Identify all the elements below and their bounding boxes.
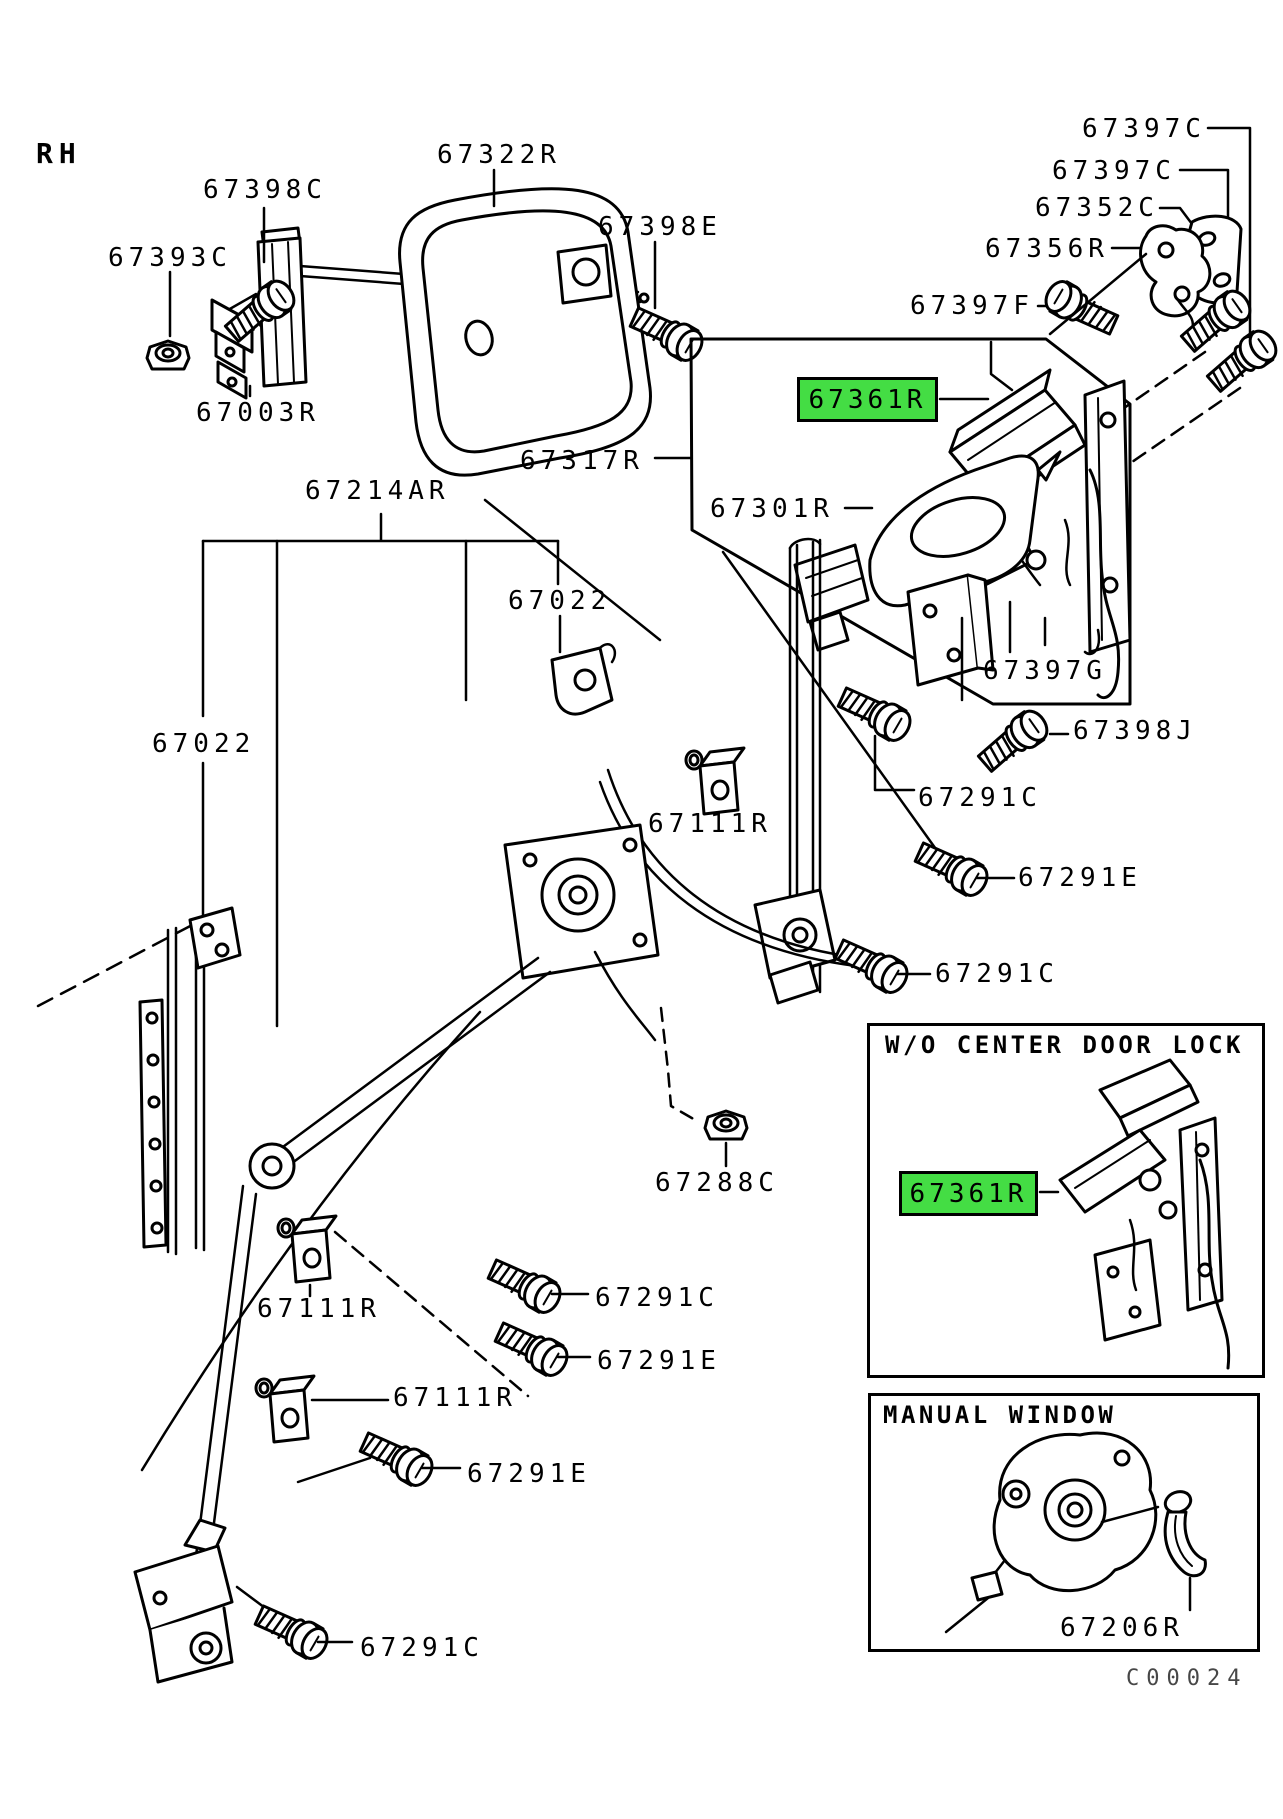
part-label-67397f: 67397F: [910, 291, 1034, 321]
part-label-67291c-4: 67291C: [360, 1633, 484, 1663]
part-inner-handle-bezel: [398, 168, 710, 642]
clip-67111r-2: [276, 1214, 338, 1284]
inset-box-manual-window: [868, 1393, 1260, 1652]
part-manual-window-regulator: [944, 1431, 1207, 1634]
clip-67111r-1: [684, 746, 746, 816]
part-label-67022-1: 67022: [508, 586, 612, 616]
nut-67393c: [145, 339, 191, 371]
part-label-67393c: 67393C: [108, 243, 232, 273]
clip-67111r-3: [254, 1374, 316, 1444]
part-label-67398c: 67398C: [203, 175, 327, 205]
part-label-67397g: 67397G: [983, 656, 1107, 686]
bolt-67398j: [971, 703, 1055, 778]
highlight-label-67361r-1[interactable]: 67361R: [797, 377, 938, 422]
part-label-67291c-1: 67291C: [918, 783, 1042, 813]
part-door-lock-assembly: [721, 368, 1132, 854]
part-label-67111r-3: 67111R: [393, 1383, 517, 1413]
door-lock-assembly-box: [653, 337, 1132, 706]
inset-title-manual-window: MANUAL WINDOW: [883, 1401, 1117, 1429]
part-label-67397c-1: 67397C: [1082, 114, 1206, 144]
inset-title-without-center-door-lock: W/O CENTER DOOR LOCK: [885, 1031, 1244, 1059]
inset-box-without-center-door-lock: [867, 1023, 1265, 1378]
bolt-67291e-1: [909, 832, 995, 903]
part-label-67291e-3: 67291E: [467, 1459, 591, 1489]
bolt-67291c-3: [482, 1249, 568, 1320]
part-lower-bracket-and-clips: [133, 1214, 592, 1684]
part-label-67003r: 67003R: [196, 398, 320, 428]
part-door-striker: [989, 126, 1283, 464]
part-label-67214ar: 67214AR: [305, 476, 450, 506]
part-label-67291c-3: 67291C: [595, 1283, 719, 1313]
part-label-67111r-1: 67111R: [648, 809, 772, 839]
part-regulator-gear-assembly: [140, 746, 749, 1564]
part-label-67322r: 67322R: [437, 140, 561, 170]
part-label-67288c: 67288C: [655, 1168, 779, 1198]
part-label-67206r: 67206R: [1060, 1613, 1184, 1643]
bolt-67291e-2: [489, 1312, 575, 1383]
part-label-67398e: 67398E: [598, 212, 722, 242]
part-label-67352c: 67352C: [1035, 193, 1159, 223]
part-label-67397c-2: 67397C: [1052, 156, 1176, 186]
part-label-67317r: 67317R: [520, 446, 644, 476]
side-label-rh: RH: [36, 137, 82, 170]
part-label-67111r-2: 67111R: [257, 1294, 381, 1324]
bolt-67291c-4: [249, 1595, 335, 1666]
part-label-67301r: 67301R: [710, 494, 834, 524]
diagram-code: C00024: [1126, 1666, 1248, 1691]
part-label-67356r: 67356R: [985, 234, 1109, 264]
part-label-67291e-2: 67291E: [597, 1346, 721, 1376]
part-label-67291c-2: 67291C: [935, 959, 1059, 989]
part-label-67022-2: 67022: [152, 729, 256, 759]
part-mounting-bolts-right: [829, 832, 1016, 1000]
nut-67288c: [703, 1109, 749, 1141]
part-lock-knob-assembly: [145, 206, 650, 400]
highlight-label-67361r-2[interactable]: 67361R: [899, 1171, 1038, 1216]
part-window-regulator-rails: [36, 512, 862, 1256]
part-label-67398j: 67398J: [1073, 716, 1197, 746]
part-label-67291e-1: 67291E: [1018, 863, 1142, 893]
part-lock-assembly-wo-cdl: [1038, 1058, 1231, 1370]
